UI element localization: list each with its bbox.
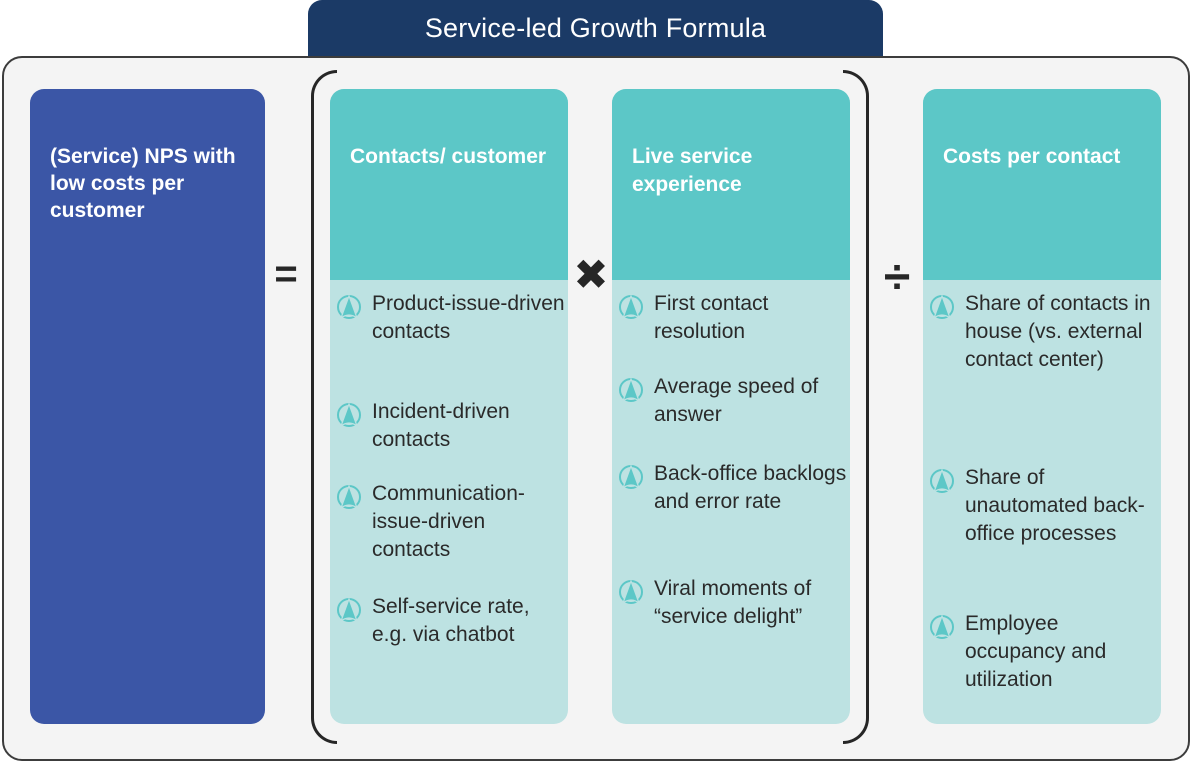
- multiply-operator: ✖: [573, 251, 609, 298]
- column-title: Live service experience: [632, 145, 753, 196]
- column-header: Costs per contact: [923, 89, 1161, 280]
- starfleet-insignia-icon: [618, 294, 644, 320]
- list-item-text: Share of unautomated back-office process…: [965, 466, 1145, 545]
- list-item-text: Product-issue-driven contacts: [372, 292, 565, 343]
- outcome-label: (Service) NPS with low costs per custome…: [50, 145, 236, 222]
- list-item-text: Back-office backlogs and error rate: [654, 462, 847, 513]
- column-costs-per-contact: Costs per contact Share of contacts in h…: [923, 89, 1161, 724]
- equals-operator: =: [274, 252, 298, 296]
- list-item-text: Self-service rate, e.g. via chatbot: [372, 595, 530, 646]
- list-item-text: Share of contacts in house (vs. external…: [965, 292, 1151, 371]
- outcome-box: (Service) NPS with low costs per custome…: [30, 89, 265, 724]
- list-item-text: Viral moments of “service delight”: [654, 577, 812, 628]
- list-item-text: Communication-issue-driven contacts: [372, 482, 525, 561]
- column-live-service-experience: Live service experience First contact re…: [612, 89, 850, 724]
- starfleet-insignia-icon: [336, 294, 362, 320]
- starfleet-insignia-icon: [618, 377, 644, 403]
- column-title: Contacts/ customer: [350, 145, 547, 168]
- column-title: Costs per contact: [943, 145, 1121, 168]
- diagram-title: Service-led Growth Formula: [308, 0, 883, 56]
- list-item-text: Average speed of answer: [654, 375, 819, 426]
- list-item-text: First contact resolution: [654, 292, 769, 343]
- column-header: Live service experience: [612, 89, 850, 280]
- list-item-text: Employee occupancy and utilization: [965, 612, 1107, 691]
- column-header: Contacts/ customer: [330, 89, 568, 280]
- starfleet-insignia-icon: [929, 614, 955, 640]
- starfleet-insignia-icon: [929, 294, 955, 320]
- column-contacts-per-customer: Contacts/ customer Product-issue-driven …: [330, 89, 568, 724]
- starfleet-insignia-icon: [618, 579, 644, 605]
- list-item-text: Incident-driven contacts: [372, 400, 510, 451]
- starfleet-insignia-icon: [336, 484, 362, 510]
- starfleet-insignia-icon: [618, 464, 644, 490]
- starfleet-insignia-icon: [336, 402, 362, 428]
- divide-operator: ÷: [883, 251, 911, 304]
- starfleet-insignia-icon: [929, 468, 955, 494]
- starfleet-insignia-icon: [336, 597, 362, 623]
